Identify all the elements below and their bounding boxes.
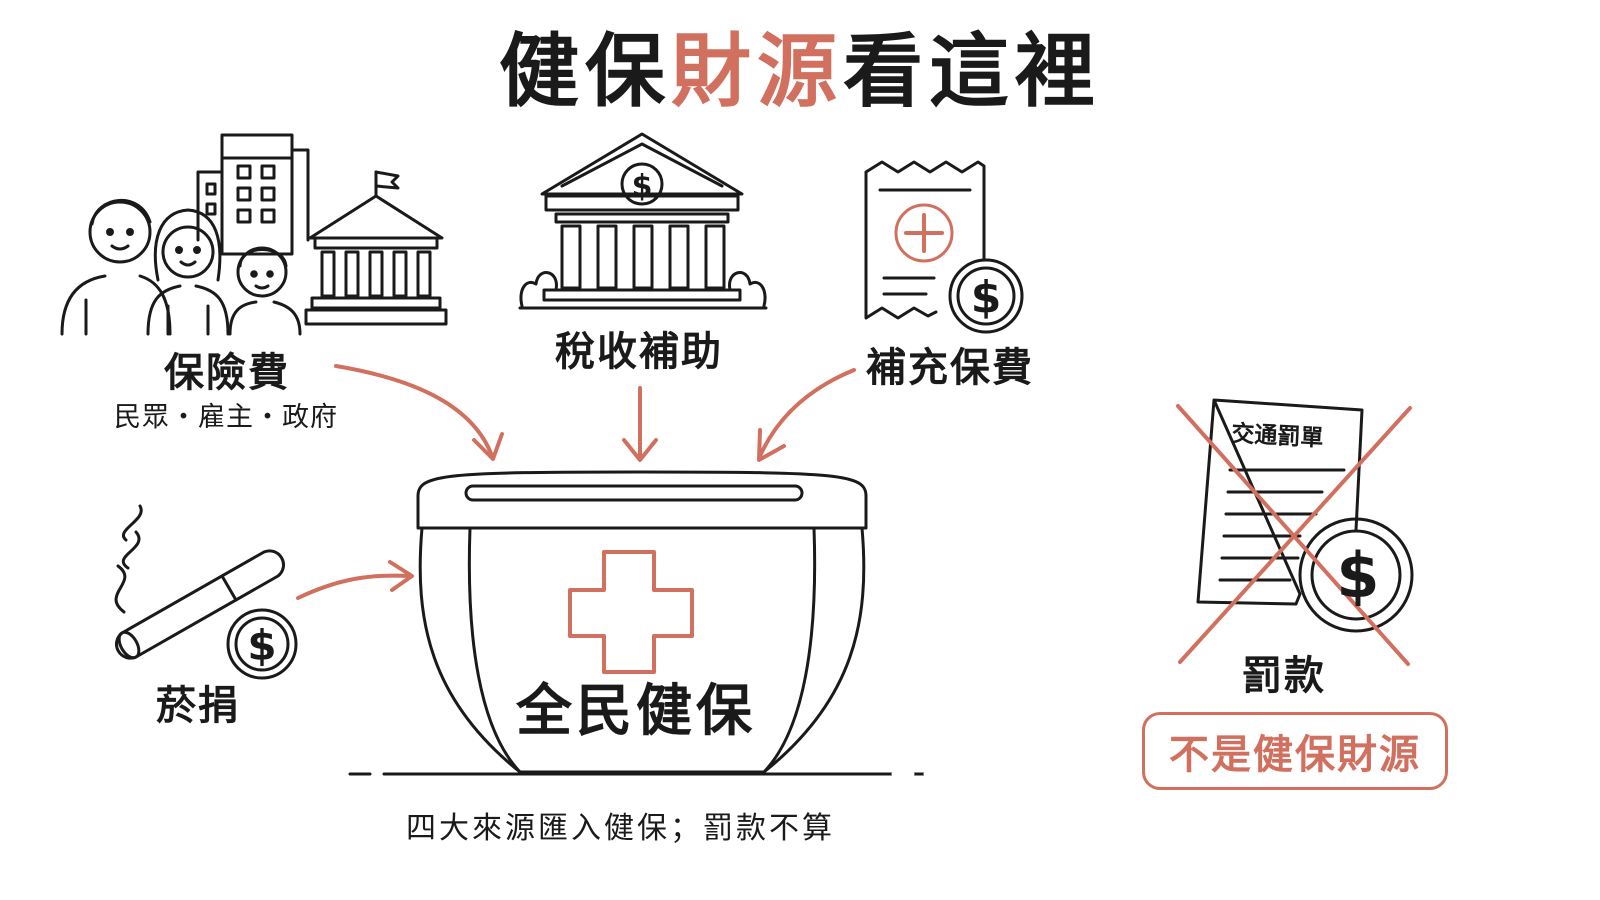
not-nhi-source-text: 不是健保財源 <box>1169 732 1421 778</box>
excluded-x-mark <box>1176 404 1412 666</box>
fine-label: 罰款 <box>1242 653 1326 699</box>
coin-icon-tobacco <box>226 608 298 680</box>
dollar-icon-bank: $ <box>632 169 653 204</box>
page-title: 健保財源看這裡 <box>0 32 1600 112</box>
nhi-pot-icon <box>416 470 868 774</box>
diagram-caption: 四大來源匯入健保；罰款不算 <box>406 811 835 846</box>
dollar-icon-fine: $ <box>1336 539 1379 612</box>
family-people-icon <box>60 198 302 336</box>
title-accent: 財源 <box>671 25 843 118</box>
not-nhi-source-badge: 不是健保財源 <box>1142 712 1448 790</box>
title-part-2: 看這裡 <box>843 25 1101 118</box>
title-part-1: 健保 <box>499 25 671 118</box>
arrow-supplementary <box>757 368 856 462</box>
arrow-tax <box>622 386 658 462</box>
premium-label: 保險費 <box>164 350 290 396</box>
traffic-ticket-icon <box>1196 398 1364 606</box>
bank-building-icon <box>518 132 768 310</box>
traffic-ticket-title: 交通罰單 <box>1230 421 1324 452</box>
premium-sublabel: 民眾・雇主・政府 <box>114 402 338 433</box>
government-building-icon <box>304 170 448 326</box>
arrow-premium <box>334 364 504 461</box>
arrow-tobacco <box>296 560 414 600</box>
dollar-icon-supplementary: $ <box>971 272 1002 323</box>
dollar-icon-tobacco: $ <box>247 621 276 670</box>
cigarette-icon <box>114 504 285 660</box>
tax-subsidy-label: 稅收補助 <box>555 329 723 375</box>
tobacco-label: 菸捐 <box>156 683 240 729</box>
coin-icon-supplementary <box>948 258 1024 334</box>
office-building-icon <box>196 133 310 256</box>
nhi-pot-label: 全民健保 <box>516 679 756 744</box>
receipt-icon <box>864 160 986 320</box>
supplementary-label: 補充保費 <box>866 345 1034 391</box>
red-cross-icon <box>568 550 694 674</box>
